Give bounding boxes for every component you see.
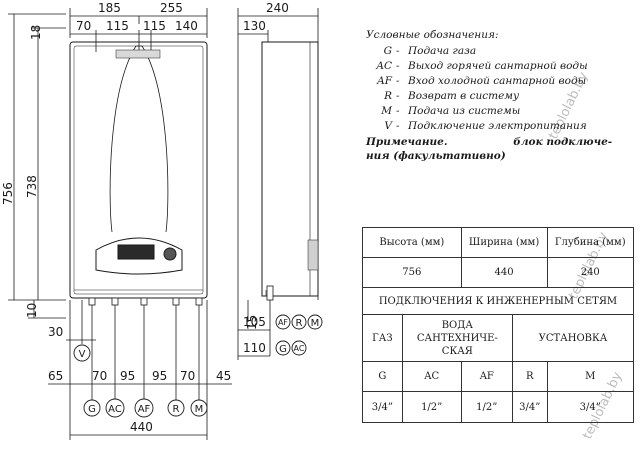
group-water: ВОДА САНТЕХНИЧЕ- СКАЯ bbox=[401, 314, 513, 362]
label-g-side: G bbox=[279, 344, 287, 355]
legend-item-v: V - Подключение электропитания bbox=[366, 119, 628, 134]
group-water-line-1: ВОДА bbox=[441, 319, 473, 331]
legend-dash: - bbox=[396, 60, 400, 72]
front-circles bbox=[73, 344, 208, 418]
legend-item-g: G - Подача газа bbox=[366, 44, 628, 59]
dim-95-a: 95 bbox=[120, 369, 135, 383]
legend: Условные обозначения: G - Подача газа AC… bbox=[366, 28, 628, 163]
legend-text: Подключение электропитания bbox=[408, 120, 587, 132]
legend-code: M bbox=[381, 105, 392, 117]
dim-440: 440 bbox=[130, 420, 153, 434]
connections-title: ПОДКЛЮЧЕНИЯ К ИНЖЕНЕРНЫМ СЕТЯМ bbox=[362, 287, 634, 315]
size-ac: 1/2” bbox=[401, 391, 462, 423]
dim-10: 10 bbox=[25, 303, 39, 318]
legend-text: Подача газа bbox=[408, 45, 477, 57]
legend-code: R bbox=[384, 90, 392, 102]
note-line-2: ния (факультативно) bbox=[366, 150, 506, 162]
size-m: 3/4” bbox=[546, 391, 635, 423]
legend-text: Выход горячей сантарной воды bbox=[408, 60, 588, 72]
boiler-front bbox=[69, 41, 208, 299]
connection-pipes bbox=[81, 300, 200, 400]
legend-text: Вход холодной сантарной воды bbox=[408, 75, 587, 87]
side-dim-lines bbox=[237, 8, 319, 360]
dim-140: 140 bbox=[175, 19, 198, 33]
code-m: M bbox=[546, 361, 635, 392]
label-r-front: R bbox=[173, 404, 180, 415]
legend-text: Подача из системы bbox=[408, 105, 521, 117]
dim-738: 738 bbox=[25, 175, 39, 198]
dim-18: 18 bbox=[29, 25, 43, 40]
dim-115-a: 115 bbox=[106, 19, 129, 33]
label-af-front: AF bbox=[138, 404, 151, 415]
dim-45: 45 bbox=[216, 369, 231, 383]
dim-130: 130 bbox=[243, 19, 266, 33]
dim-240: 240 bbox=[266, 1, 289, 15]
legend-code: AC bbox=[376, 60, 392, 72]
legend-code: AF bbox=[377, 75, 392, 87]
spec-table: Высота (мм) Ширина (мм) Глубина (мм) 756… bbox=[362, 227, 635, 423]
legend-dash: - bbox=[396, 45, 400, 57]
bottom-fittings bbox=[88, 297, 203, 306]
dim-70-b2: 70 bbox=[180, 369, 195, 383]
legend-item-r: R - Возврат в систему bbox=[366, 89, 628, 104]
dim-70-b1: 70 bbox=[92, 369, 107, 383]
dim-65: 65 bbox=[48, 369, 63, 383]
dim-95-b: 95 bbox=[152, 369, 167, 383]
label-af-side: AF bbox=[278, 318, 288, 327]
label-ac-side: AC bbox=[294, 344, 305, 353]
header-height: Высота (мм) bbox=[362, 227, 462, 258]
legend-item-ac: AC - Выход горячей сантарной воды bbox=[366, 59, 628, 74]
group-install: УСТАНОВКА bbox=[511, 314, 635, 362]
dim-105: 105 bbox=[243, 315, 266, 329]
value-depth: 240 bbox=[546, 257, 635, 288]
header-depth: Глубина (мм) bbox=[546, 227, 635, 258]
dim-185: 185 bbox=[98, 1, 121, 15]
boiler-side bbox=[261, 41, 319, 301]
value-width: 440 bbox=[460, 257, 548, 288]
label-power-v: V bbox=[79, 349, 86, 360]
legend-item-af: AF - Вход холодной сантарной воды bbox=[366, 74, 628, 89]
value-height: 756 bbox=[362, 257, 462, 288]
dim-110: 110 bbox=[243, 341, 266, 355]
legend-dash: - bbox=[396, 75, 400, 87]
legend-item-m: M - Подача из системы bbox=[366, 104, 628, 119]
legend-dash: - bbox=[396, 90, 400, 102]
label-ac-front: AC bbox=[108, 404, 122, 415]
label-g-front: G bbox=[88, 404, 96, 415]
header-width: Ширина (мм) bbox=[460, 227, 548, 258]
legend-code: G bbox=[383, 45, 392, 57]
legend-note: Примечание. блок подключе- ния (факульта… bbox=[366, 135, 628, 163]
legend-code: V bbox=[384, 120, 392, 132]
legend-title: Условные обозначения: bbox=[366, 29, 499, 41]
group-water-line-3: СКАЯ bbox=[441, 345, 473, 357]
front-dim-lines bbox=[8, 8, 232, 440]
dim-70-top: 70 bbox=[76, 19, 91, 33]
group-water-line-2: САНТЕХНИЧЕ- bbox=[416, 332, 498, 344]
dim-15: 15 bbox=[245, 315, 259, 330]
label-r-side: R bbox=[296, 318, 303, 329]
label-m-side: M bbox=[311, 318, 320, 329]
legend-dash: - bbox=[396, 105, 400, 117]
size-af: 1/2” bbox=[460, 391, 513, 423]
dim-756: 756 bbox=[1, 182, 15, 205]
code-g: G bbox=[362, 361, 403, 392]
group-gas: ГАЗ bbox=[362, 314, 403, 362]
legend-text: Возврат в систему bbox=[408, 90, 520, 102]
code-r: R bbox=[511, 361, 548, 392]
code-af: AF bbox=[460, 361, 513, 392]
size-g: 3/4” bbox=[362, 391, 403, 423]
code-ac: AC bbox=[401, 361, 462, 392]
side-circles bbox=[275, 314, 323, 356]
legend-dash: - bbox=[396, 120, 400, 132]
dim-255: 255 bbox=[160, 1, 183, 15]
label-m-front: M bbox=[195, 404, 204, 415]
dim-30: 30 bbox=[48, 325, 63, 339]
note-line-1: Примечание. блок подключе- bbox=[366, 136, 613, 148]
size-r: 3/4” bbox=[511, 391, 548, 423]
dim-115-b: 115 bbox=[143, 19, 166, 33]
